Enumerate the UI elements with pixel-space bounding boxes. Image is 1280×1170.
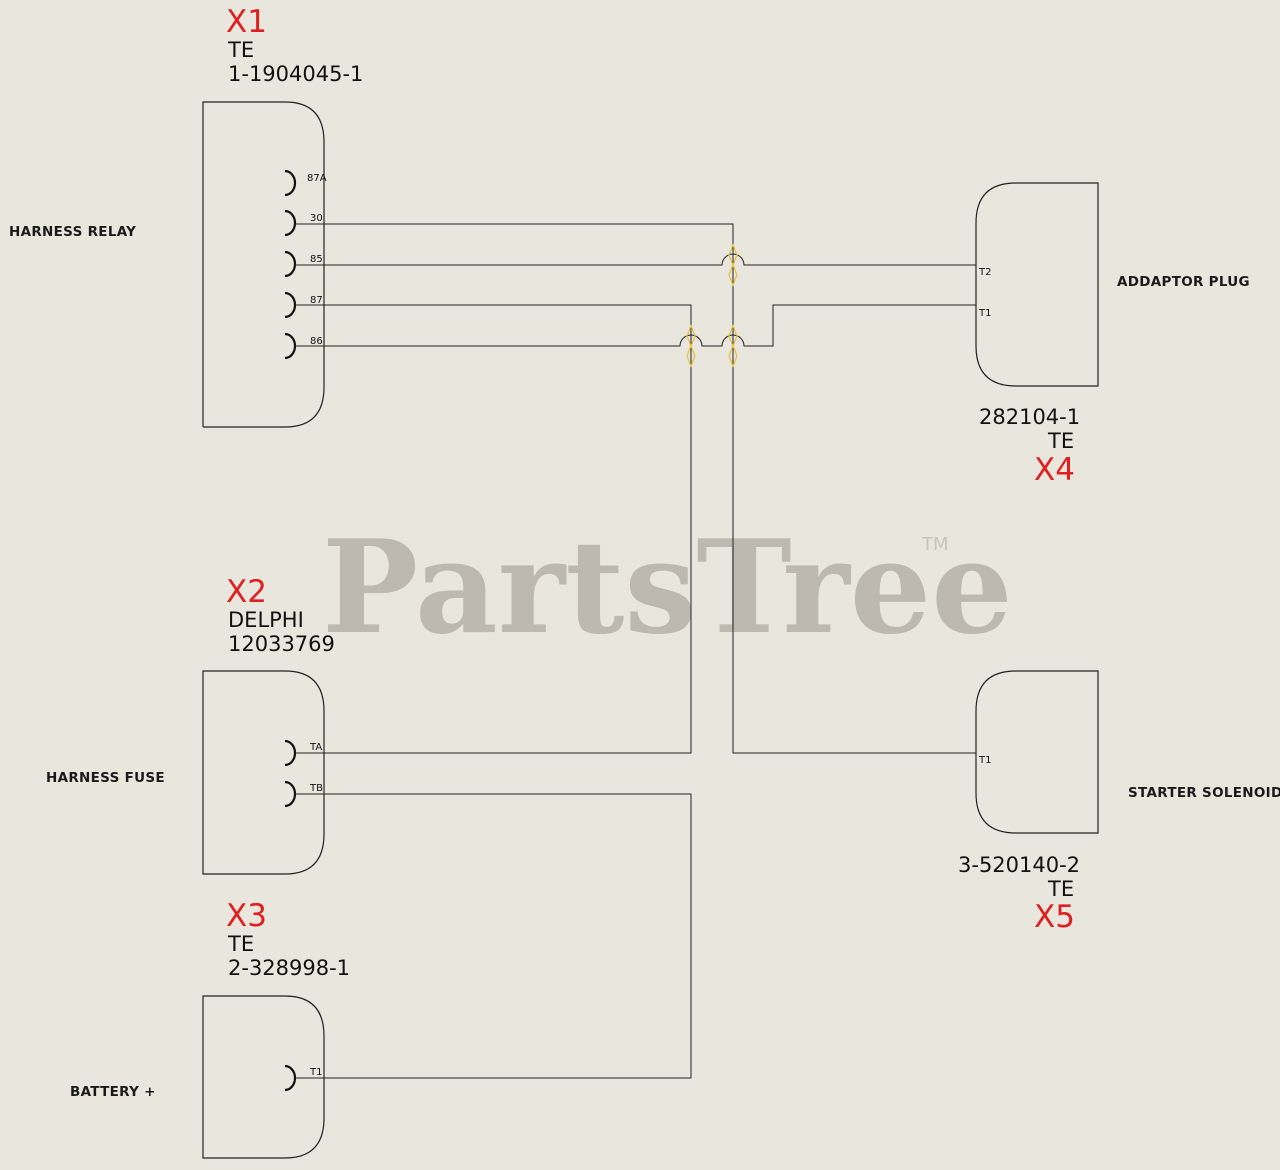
connector-x3-pin-cup [284, 1064, 297, 1092]
connector-x2-pin-label: TB [309, 783, 323, 794]
connector-x3: X3 TE 2-328998-1 BATTERY + T1 [70, 898, 350, 1159]
wire-crossing-marker [728, 324, 738, 368]
connector-x4-pin-label: T2 [978, 267, 991, 278]
connector-x1-pin-cup [284, 250, 297, 278]
connector-x2-body [202, 670, 325, 875]
connector-x3-maker: TE [227, 932, 254, 956]
connector-x3-part: 2-328998-1 [228, 956, 350, 980]
wire-x1-85-to-x4-t2 [295, 253, 976, 266]
connector-x3-id: X3 [226, 898, 267, 934]
wire-x1-30-to-x5-t1 [295, 223, 976, 754]
watermark-tm: TM [921, 534, 949, 555]
connector-x1: X1 TE 1-1904045-1 HARNESS RELAY 87A 30 8… [9, 4, 363, 428]
connector-x2-part: 12033769 [228, 632, 335, 656]
connector-x2: X2 DELPHI 12033769 HARNESS FUSE TA TB [46, 574, 335, 875]
connector-x1-pin-label: 87A [307, 173, 327, 184]
connector-x1-pin-label: 86 [310, 336, 323, 347]
connector-x1-pin-cup [284, 291, 297, 319]
wire-crossing-marker [686, 324, 696, 368]
connector-x4-desc: ADDAPTOR PLUG [1117, 274, 1250, 290]
connector-x3-pin-label: T1 [309, 1067, 322, 1078]
connector-x5-pin-label: T1 [978, 755, 991, 766]
connector-x1-pin-cup [284, 209, 297, 237]
connector-x1-id: X1 [226, 4, 267, 40]
connector-x1-maker: TE [227, 38, 254, 62]
connector-x2-maker: DELPHI [228, 608, 304, 632]
wire-x2-tb-to-x3-t1 [295, 793, 692, 1079]
connector-x1-pin-cup [284, 169, 297, 197]
connector-x1-pin-label: 85 [310, 254, 323, 265]
connector-x3-body [202, 995, 325, 1159]
connector-x2-pin-cup [284, 739, 297, 767]
connector-x5-desc: STARTER SOLENOID [1128, 785, 1280, 801]
connector-x2-desc: HARNESS FUSE [46, 770, 165, 786]
connector-x1-part: 1-1904045-1 [228, 62, 363, 86]
connector-x1-pin-cup [284, 332, 297, 360]
connector-x5-id: X5 [1034, 899, 1075, 935]
watermark: PartsTree [322, 513, 1013, 663]
connector-x4-maker: TE [1047, 429, 1074, 453]
connector-x1-desc: HARNESS RELAY [9, 224, 136, 240]
connector-x5-maker: TE [1047, 877, 1074, 901]
connector-x3-desc: BATTERY + [70, 1084, 156, 1100]
connector-x5-body [975, 670, 1099, 834]
wire-x1-87-to-x2-ta [295, 304, 692, 754]
connector-x2-id: X2 [226, 574, 267, 610]
connector-x1-body [202, 101, 325, 428]
connector-x1-pin-label: 87 [310, 295, 323, 306]
connector-x4-part: 282104-1 [979, 405, 1080, 429]
wire-x1-86-to-x4-t1 [295, 304, 976, 347]
connector-x4-body [975, 182, 1099, 387]
connector-x4: T2 T1 ADDAPTOR PLUG 282104-1 TE X4 [975, 182, 1250, 488]
wire-crossing-marker [728, 243, 738, 287]
connector-x4-id: X4 [1034, 452, 1075, 488]
connector-x2-pin-cup [284, 780, 297, 808]
connector-x2-pin-label: TA [309, 742, 322, 753]
connector-x5: T1 STARTER SOLENOID 3-520140-2 TE X5 [958, 670, 1280, 935]
connector-x5-part: 3-520140-2 [958, 853, 1080, 877]
connector-x4-pin-label: T1 [978, 308, 991, 319]
connector-x1-pin-label: 30 [310, 213, 323, 224]
